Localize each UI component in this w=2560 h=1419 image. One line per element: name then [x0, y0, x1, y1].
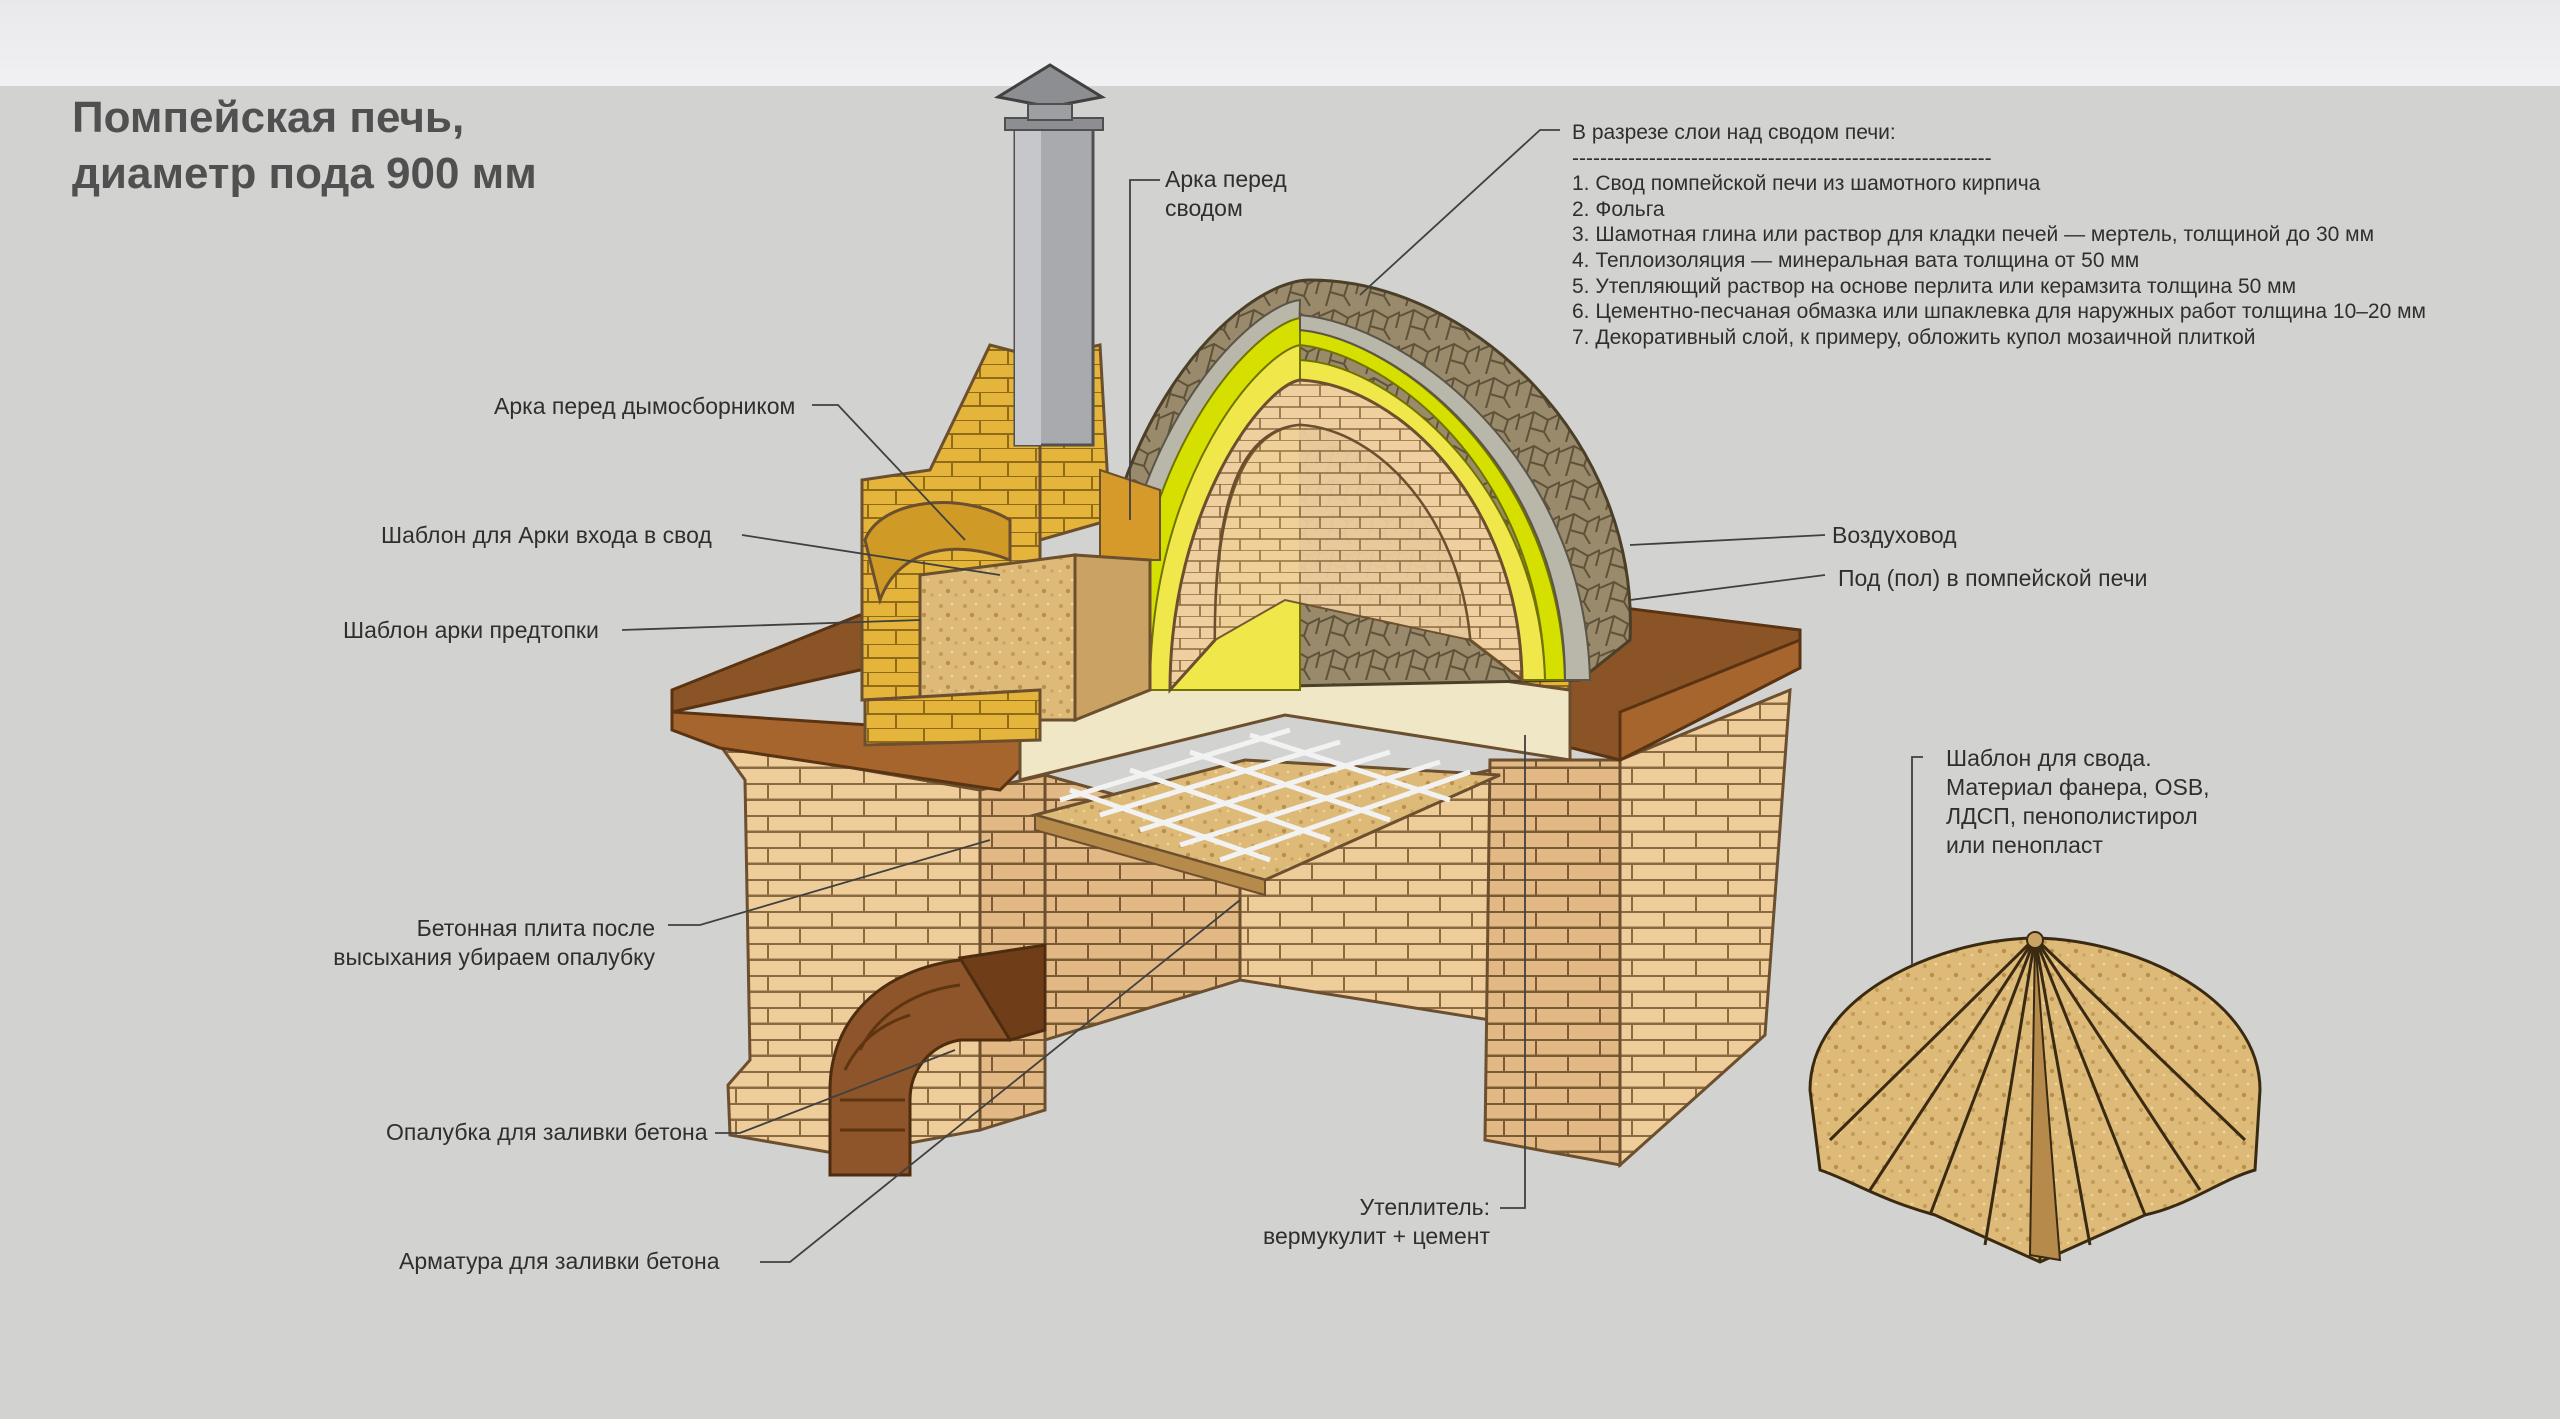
layers-heading: В разрезе слои над сводом печи:	[1572, 121, 1896, 144]
layer-item-6: 6. Цементно-песчаная обмазка или шпаклев…	[1572, 300, 2426, 324]
label-concrete-slab-line2: высыхания убираем опалубку	[333, 944, 655, 970]
chimney	[993, 63, 1107, 447]
label-arch-smoke-collector: Арка перед дымосборником	[494, 393, 796, 419]
label-dome-template-line4: или пенопласт	[1946, 832, 2103, 858]
layer-item-1: 1. Свод помпейской печи из шамотного кир…	[1572, 172, 2041, 196]
label-dome-template-line1: Шаблон для свода.	[1946, 745, 2152, 771]
entry-arch-template	[1073, 553, 1152, 723]
label-dome-template-line2: Материал фанера, OSB,	[1946, 774, 2210, 800]
label-template-arch-entry: Шаблон для Арки входа в свод	[381, 522, 712, 548]
title-line-1: Помпейская печь,	[72, 93, 465, 142]
label-insulation-line1: Утеплитель:	[1359, 1194, 1491, 1220]
layers-divider: ----------------------------------------…	[1572, 146, 1992, 170]
rebar-grid	[1059, 727, 1471, 863]
label-formwork: Опалубка для заливки бетона	[386, 1119, 708, 1145]
layer-item-4: 4. Теплоизоляция — минеральная вата толщ…	[1572, 248, 2140, 272]
layer-item-2: 2. Фольга	[1572, 197, 1665, 221]
label-insulation: Утеплитель: вермукулит + цемент	[1220, 1193, 1490, 1251]
label-template-arch-prefire: Шаблон арки предтопки	[343, 617, 599, 643]
layer-item-3: 3. Шамотная глина или раствор для кладки…	[1572, 223, 2375, 247]
layer-item-5: 5. Утепляющий раствор на основе перлита …	[1572, 274, 2297, 298]
title-line-2: диаметр пода 900 мм	[72, 149, 537, 198]
front-arch	[860, 343, 1161, 747]
dome	[1088, 278, 1632, 694]
layer-item-7: 7. Декоративный слой, к примеру, обложит…	[1572, 325, 2256, 349]
label-arch-front-vault-line2: сводом	[1165, 195, 1243, 221]
label-hearth-floor: Под (пол) в помпейской печи	[1838, 565, 2148, 591]
layers-list: В разрезе слои над сводом печи: --------…	[1572, 120, 2426, 350]
label-air-duct: Воздуховод	[1832, 522, 1957, 548]
top-band	[0, 0, 2560, 86]
label-dome-template: Шаблон для свода. Материал фанера, OSB, …	[1946, 744, 2210, 860]
label-dome-template-line3: ЛДСП, пенополистирол	[1946, 803, 2198, 829]
label-rebar: Арматура для заливки бетона	[399, 1248, 720, 1274]
label-arch-front-vault: Арка перед сводом	[1165, 165, 1287, 223]
air-duct	[828, 943, 1047, 1177]
label-concrete-slab: Бетонная плита после высыхания убираем о…	[330, 914, 655, 972]
label-insulation-line2: вермукулит + цемент	[1263, 1223, 1490, 1249]
label-concrete-slab-line1: Бетонная плита после	[416, 915, 655, 941]
page-title: Помпейская печь, диаметр пода 900 мм	[72, 90, 537, 202]
dome-template	[1808, 931, 2262, 1264]
leader-lines	[621, 129, 1923, 1263]
label-arch-front-vault-line1: Арка перед	[1165, 166, 1287, 192]
